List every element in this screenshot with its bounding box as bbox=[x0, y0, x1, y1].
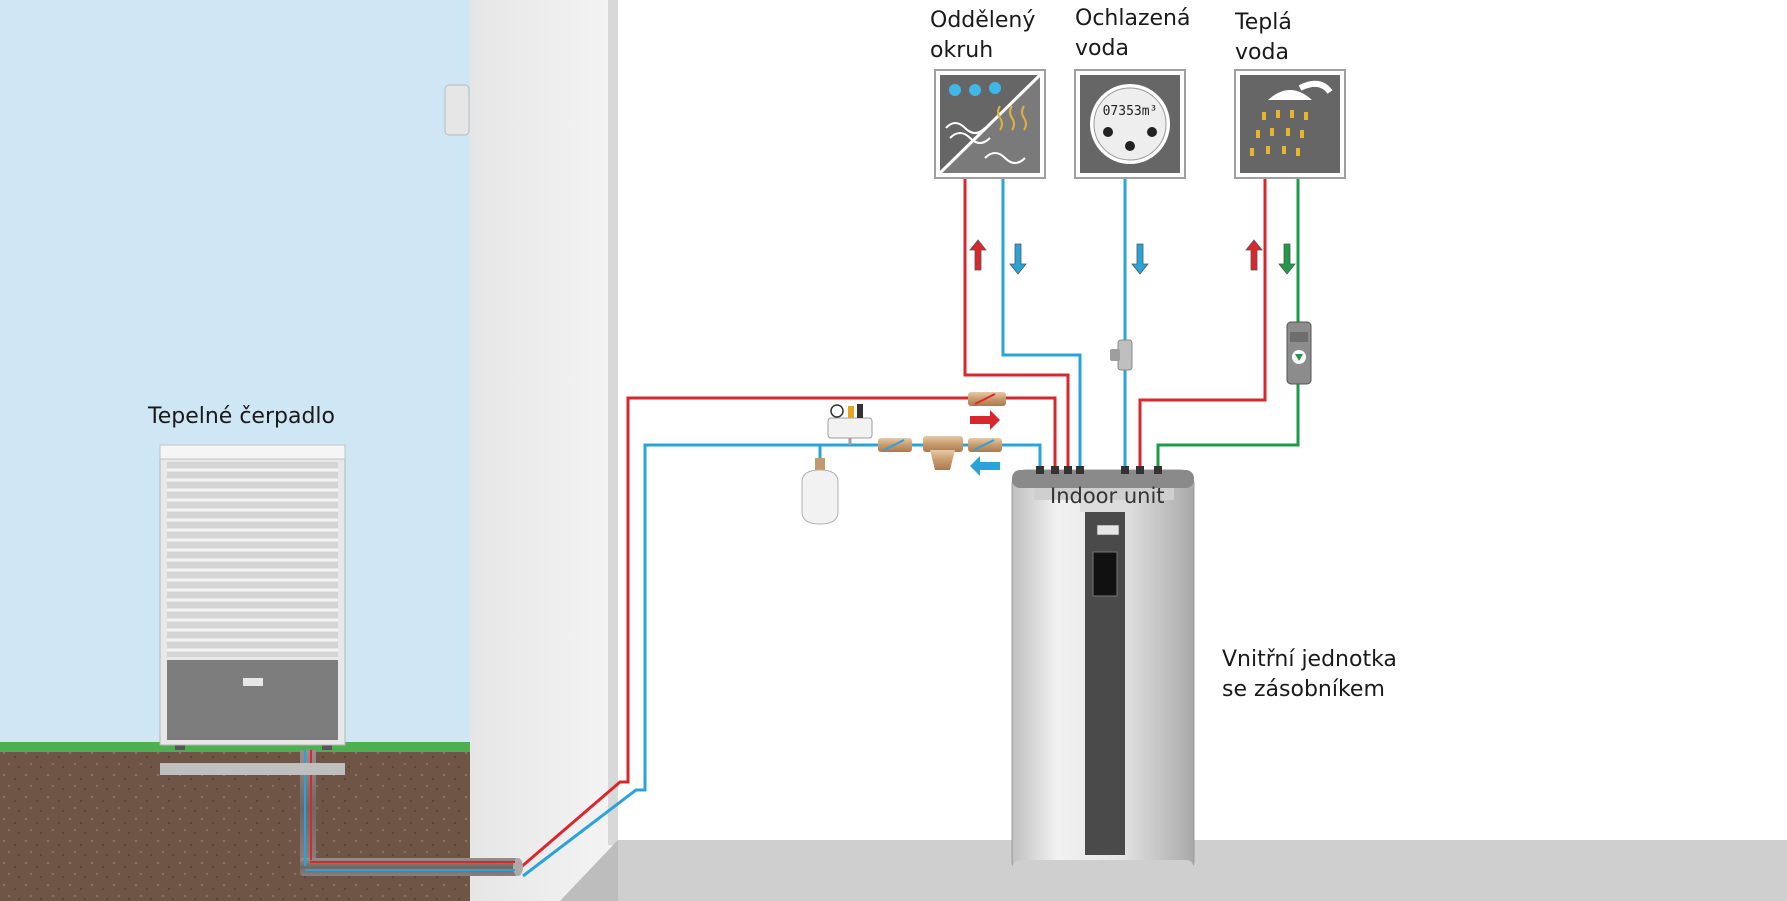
return-pipe bbox=[522, 443, 1042, 878]
hot-water-return-arrow-icon bbox=[1278, 243, 1296, 275]
hot-water-label: Teplá voda bbox=[1235, 10, 1292, 65]
separate-circuit-return-arrow-icon bbox=[1009, 243, 1027, 275]
supply-pipe bbox=[519, 396, 1057, 870]
hot-water-supply-pipe bbox=[1138, 178, 1267, 470]
shower-icon bbox=[1234, 69, 1346, 179]
cooled-water-valve bbox=[1110, 339, 1133, 371]
hot-water-supply-arrow-icon bbox=[1245, 239, 1263, 271]
grass-strip bbox=[0, 742, 470, 752]
circulation-pump bbox=[1286, 321, 1312, 385]
separate-circuit-supply-pipe bbox=[963, 178, 1070, 470]
outdoor-lamp bbox=[444, 84, 470, 136]
indoor-unit-logo bbox=[1096, 524, 1120, 536]
heating-cooling-circuit-icon bbox=[934, 69, 1046, 179]
safety-valve-group bbox=[827, 404, 873, 445]
indoor-unit-tank bbox=[1011, 469, 1195, 878]
water-meter-icon: 07353m³ bbox=[1074, 69, 1186, 179]
expansion-vessel bbox=[801, 445, 839, 525]
underground-pipe bbox=[300, 750, 523, 876]
separate-circuit-return-pipe bbox=[1001, 178, 1082, 470]
return-line-fittings bbox=[878, 436, 1002, 476]
separate-circuit-supply-arrow-icon bbox=[969, 239, 987, 271]
return-direction-arrow-icon bbox=[970, 456, 1000, 476]
indoor-unit-panel-label: Indoor unit bbox=[1050, 484, 1165, 508]
outdoor-heat-pump-unit bbox=[159, 444, 346, 775]
separate-circuit-label: Oddělený okruh bbox=[930, 8, 1036, 63]
supply-direction-arrow-icon bbox=[970, 410, 1000, 430]
hot-water-return-pipe bbox=[1156, 178, 1300, 470]
strainer-filter-icon bbox=[923, 436, 963, 470]
cooled-water-arrow-icon bbox=[1131, 243, 1149, 275]
pressure-gauge-icon bbox=[830, 404, 844, 418]
indoor-unit-connections bbox=[1036, 466, 1162, 474]
heat-pump-label: Tepelné čerpadlo bbox=[148, 404, 335, 429]
heat-pump-logo bbox=[243, 678, 263, 686]
cooled-water-label: Ochlazená voda bbox=[1075, 6, 1191, 61]
supply-line-valve bbox=[968, 392, 1006, 430]
indoor-unit-caption: Vnitřní jednotka se zásobníkem bbox=[1222, 647, 1397, 702]
exterior-wall bbox=[470, 0, 618, 901]
indoor-unit-display bbox=[1092, 551, 1118, 597]
water-meter-reading: 07353m³ bbox=[1103, 104, 1158, 119]
